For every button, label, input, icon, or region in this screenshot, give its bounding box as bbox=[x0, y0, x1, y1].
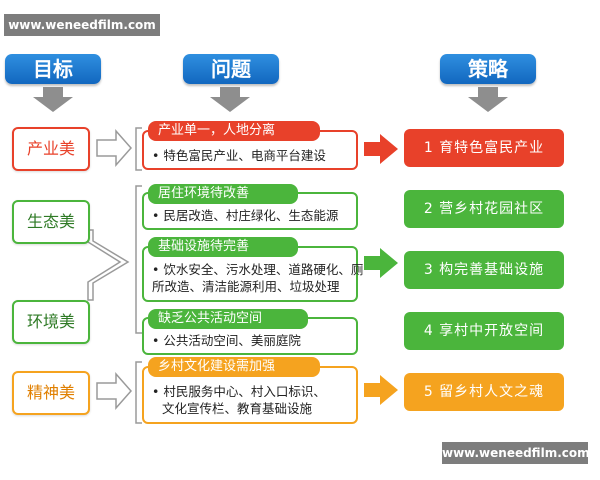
strategy-4: 4 享村中开放空间 bbox=[404, 312, 564, 350]
goal-industry: 产业美 bbox=[12, 127, 90, 171]
problem-2-title: 居住环境待改善 bbox=[148, 184, 298, 204]
down-arrow-problems bbox=[210, 87, 250, 112]
problem-3-item-line1: • 饮水安全、污水处理、道路硬化、厕 bbox=[152, 262, 364, 277]
hollow-arrow-culture bbox=[96, 372, 133, 410]
problem-1-item: • 特色富民产业、电商平台建设 bbox=[152, 148, 326, 163]
arrow-red bbox=[364, 134, 398, 164]
problem-5-item-line2: 文化宣传栏、教育基础设施 bbox=[162, 401, 313, 416]
down-arrow-goals bbox=[33, 87, 73, 112]
goal-ecology: 生态美 bbox=[12, 200, 90, 244]
down-arrow-strategies bbox=[468, 87, 508, 112]
branch-connector bbox=[87, 229, 130, 301]
strategy-2: 2 营乡村花园社区 bbox=[404, 190, 564, 228]
watermark-top: www.weneedfilm.com bbox=[4, 14, 160, 36]
problem-1-title: 产业单一，人地分离 bbox=[148, 121, 320, 141]
problem-5-title: 乡村文化建设需加强 bbox=[148, 357, 320, 377]
bracket-industry bbox=[135, 127, 142, 171]
strategy-1: 1 育特色富民产业 bbox=[404, 129, 564, 167]
header-strategies: 策略 bbox=[440, 54, 536, 84]
goal-spirit: 精神美 bbox=[12, 371, 90, 415]
problem-4-item: • 公共活动空间、美丽庭院 bbox=[152, 333, 301, 348]
goal-environment: 环境美 bbox=[12, 300, 90, 344]
header-goals: 目标 bbox=[5, 54, 101, 84]
watermark-bottom: www.weneedfilm.com bbox=[442, 442, 590, 464]
problem-5-item-line1: • 村民服务中心、村入口标识、 bbox=[152, 384, 326, 399]
hollow-arrow-industry bbox=[96, 129, 133, 167]
arrow-orange bbox=[364, 375, 398, 405]
arrow-green bbox=[364, 248, 398, 278]
problem-3-item-line2: 所改造、清洁能源利用、垃圾处理 bbox=[152, 279, 340, 294]
problem-3-title: 基础设施待完善 bbox=[148, 237, 298, 257]
bracket-ecology bbox=[135, 185, 142, 334]
strategy-3: 3 构完善基础设施 bbox=[404, 251, 564, 289]
bracket-culture bbox=[135, 361, 142, 424]
strategy-5: 5 留乡村人文之魂 bbox=[404, 373, 564, 411]
header-problems: 问题 bbox=[183, 54, 279, 84]
problem-2-item: • 民居改造、村庄绿化、生态能源 bbox=[152, 208, 339, 223]
problem-4-title: 缺乏公共活动空间 bbox=[148, 309, 308, 329]
